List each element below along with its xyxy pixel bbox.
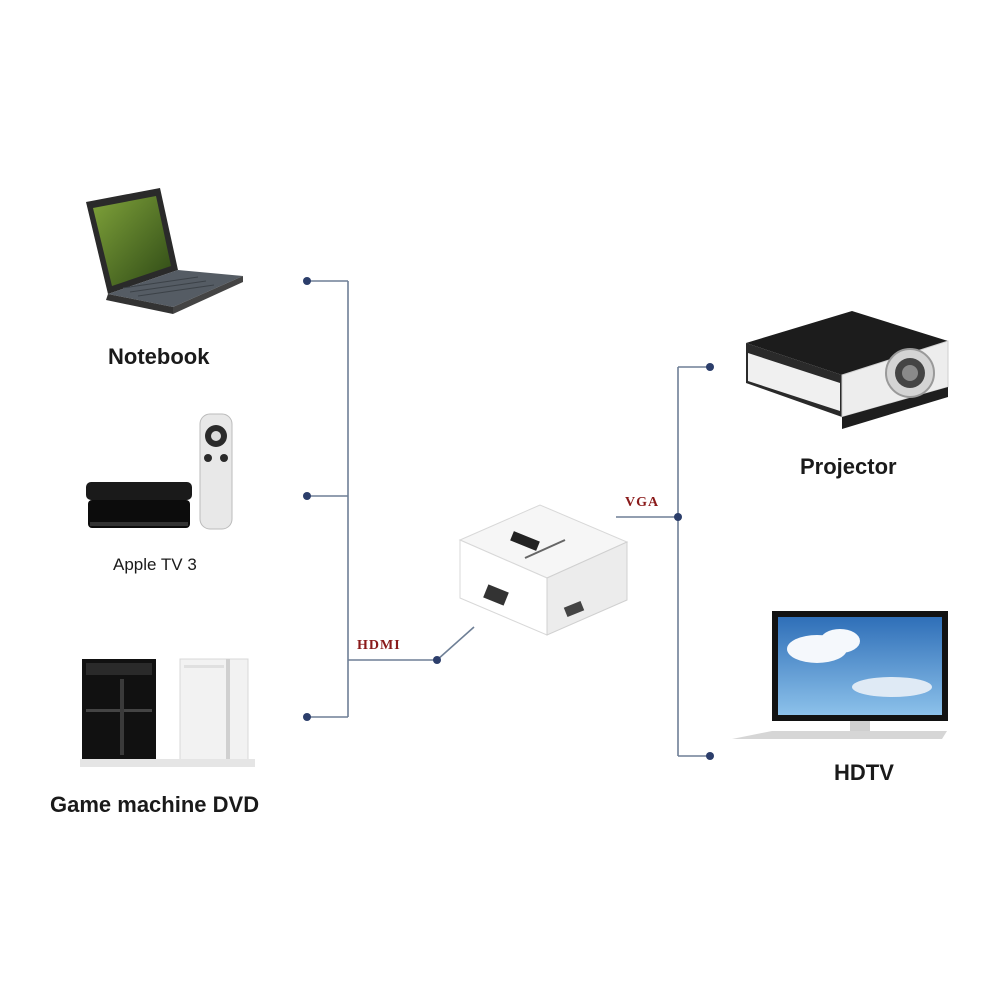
hdmi-vga-converter-icon bbox=[458, 504, 629, 636]
device-label-projector: Projector bbox=[800, 454, 897, 479]
game-console-icon bbox=[80, 658, 255, 767]
connector-dot bbox=[303, 492, 311, 500]
connector-dot bbox=[303, 277, 311, 285]
device-label-notebook: Notebook bbox=[108, 344, 210, 369]
hdmi-port-label: HDMI bbox=[357, 638, 401, 653]
vga-port-label: VGA bbox=[625, 495, 660, 510]
device-label-game-dvd: Game machine DVD bbox=[50, 792, 260, 817]
connector-dot bbox=[433, 656, 441, 664]
monitor-icon bbox=[732, 611, 948, 739]
connector-dot bbox=[674, 513, 682, 521]
connector-dot bbox=[303, 713, 311, 721]
apple-tv-icon bbox=[86, 413, 233, 530]
connector-dot bbox=[706, 752, 714, 760]
connector-dot bbox=[706, 363, 714, 371]
device-label-hdtv: HDTV bbox=[834, 760, 894, 785]
projector-icon bbox=[746, 311, 949, 429]
laptop-icon bbox=[86, 188, 243, 314]
device-label-apple-tv: Apple TV 3 bbox=[113, 555, 197, 574]
